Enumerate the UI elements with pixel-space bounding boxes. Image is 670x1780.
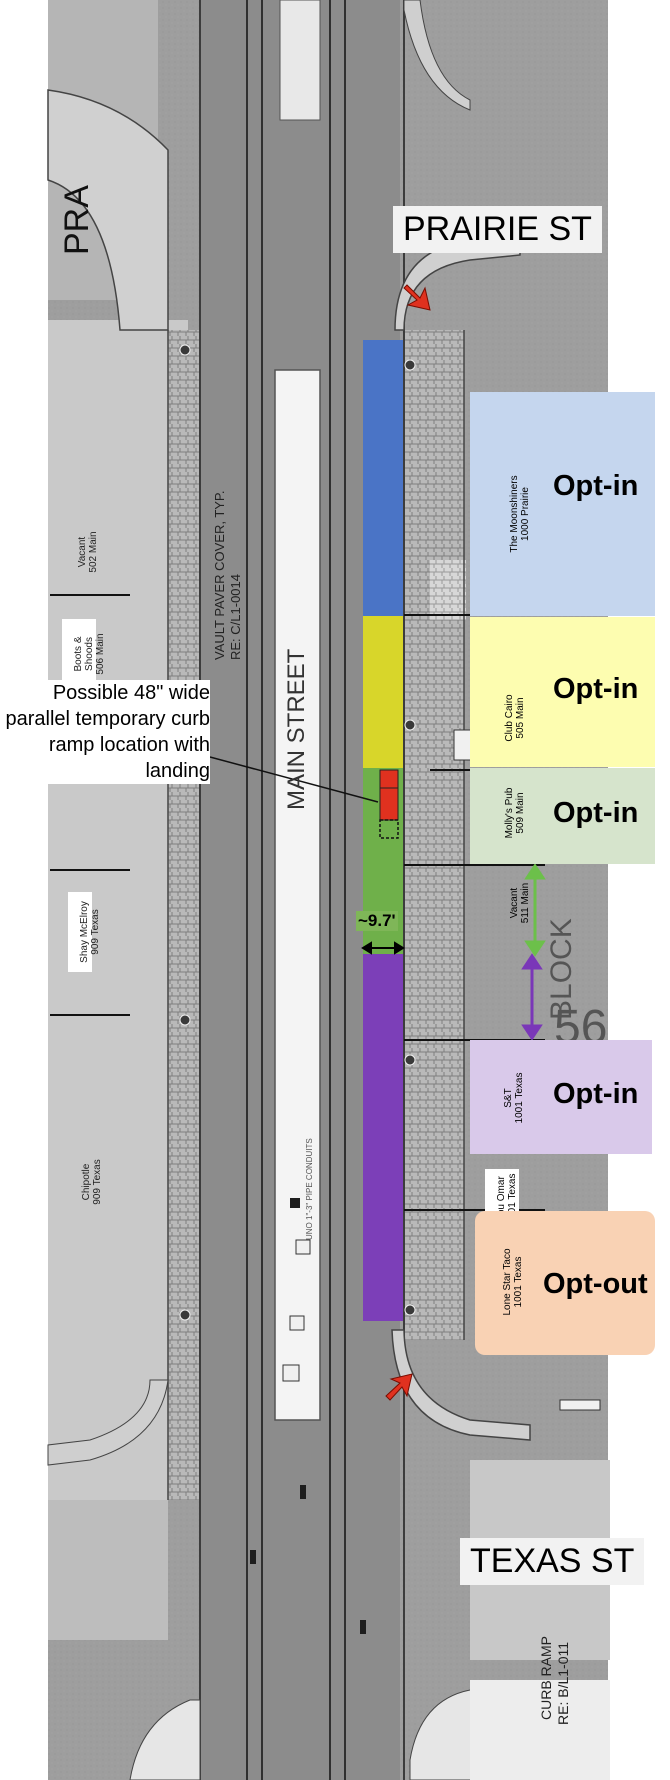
ramp-note: Possible 48" wide parallel temporary cur…	[5, 680, 210, 784]
vacant-arrow-green	[524, 863, 546, 957]
rail-lines	[246, 0, 346, 1780]
note-leader	[209, 756, 379, 803]
status-mollys: Opt-in	[553, 797, 639, 829]
plan-text-main-street: MAIN STREET	[283, 648, 310, 810]
zone-yellow	[363, 616, 403, 768]
optin-box-moonshiners	[470, 392, 655, 616]
east-sidewalk	[404, 330, 464, 1340]
optin-box-club-cairo	[470, 617, 655, 767]
median-platform	[274, 369, 321, 1421]
curb-return-nw	[47, 89, 169, 331]
optin-box-s-and-t	[470, 1040, 652, 1154]
plan-text-curb-ramp: CURB RAMP	[538, 1635, 554, 1720]
status-club-cairo: Opt-in	[553, 673, 639, 705]
plan-text-prairie-partial: PRA	[58, 185, 96, 255]
curb-ramp-arrow-north	[403, 284, 431, 311]
plan-text-vault: VAULT PAVER COVER, TYP.	[212, 490, 227, 660]
temporary-ramp	[379, 769, 399, 821]
zone-purple	[363, 954, 403, 1321]
plan-text-conduits: UNO 1"-3" PIPE CONDUITS	[305, 1138, 314, 1240]
optin-box-lone-star	[475, 1211, 655, 1355]
status-moonshiners: Opt-in	[553, 470, 639, 502]
plan-text-curb-ramp-ref: RE: B/L1-011	[555, 1641, 571, 1725]
vacant-arrow-purple	[521, 953, 543, 1041]
optin-box-mollys	[470, 768, 655, 864]
width-measure: ~9.7'	[356, 911, 398, 931]
street-label-prairie: PRAIRIE ST	[393, 206, 602, 253]
curb-return-se	[391, 1329, 531, 1441]
west-sidewalk	[168, 330, 202, 1500]
street-label-texas: TEXAS ST	[460, 1538, 645, 1585]
status-s-and-t: Opt-in	[553, 1078, 639, 1110]
plan-text-vault-ref: RE: C/L1-0014	[228, 574, 243, 660]
status-lone-star: Opt-out	[543, 1268, 648, 1300]
curb-ramp-arrow-south	[385, 1373, 413, 1401]
zone-blue	[363, 340, 403, 616]
width-measure-arrow	[361, 941, 405, 955]
